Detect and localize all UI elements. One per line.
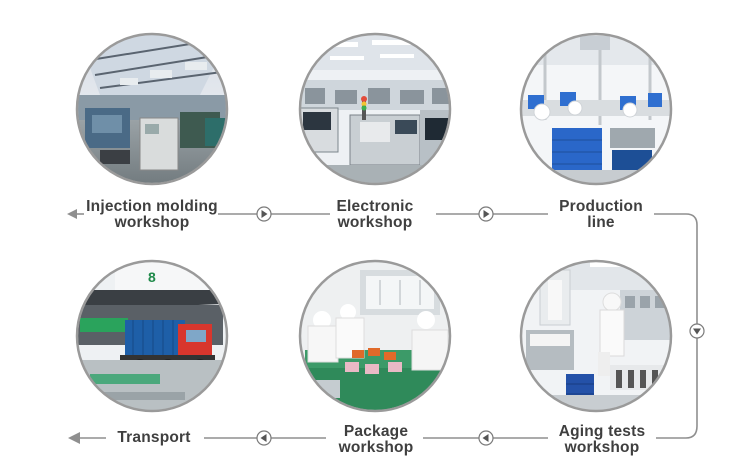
chevron-circle-icon (478, 430, 494, 446)
stage-label-package: Package workshop (322, 424, 430, 456)
stage-label-aging: Aging tests workshop (546, 424, 658, 456)
stage-label-line1: Electronic (336, 198, 414, 215)
chevron-circle-icon (256, 430, 272, 446)
photo-aging-tests (522, 262, 670, 410)
arrowhead-icon (68, 432, 80, 444)
photo-ring (75, 32, 229, 186)
chevron-circle-icon (478, 206, 494, 222)
stage-label-line2: line (587, 214, 615, 231)
stage-label-line1: Aging tests (558, 423, 646, 440)
chevron-circle-icon (256, 206, 272, 222)
stage-label-line2: workshop (114, 214, 190, 231)
chevron-circle-icon (689, 323, 705, 339)
photo-injection-molding (78, 35, 226, 183)
stage-label-line2: workshop (564, 439, 640, 456)
stage-label-injection: Injection molding workshop (82, 199, 222, 231)
stage-label-line2: workshop (338, 439, 414, 456)
stage-label-production: Production line (545, 199, 657, 231)
stage-label-line2: workshop (337, 214, 413, 231)
stage-label-line1: Production (559, 198, 643, 215)
photo-package-workshop (301, 262, 449, 410)
photo-ring (519, 32, 673, 186)
stage-label-transport: Transport (104, 430, 204, 446)
stage-label-line1: Injection molding (86, 198, 218, 215)
stage-label-line1: Transport (117, 429, 191, 446)
photo-production-line (522, 35, 670, 183)
photo-ring (519, 259, 673, 413)
stage-label-electronic: Electronic workshop (320, 199, 430, 231)
photo-ring (298, 32, 452, 186)
photo-ring (75, 259, 229, 413)
arrowhead-icon (67, 209, 77, 219)
stage-label-line1: Package (343, 423, 409, 440)
photo-ring (298, 259, 452, 413)
photo-transport: 8 (78, 262, 226, 410)
photo-electronic-workshop (301, 35, 449, 183)
svg-text:8: 8 (148, 269, 156, 285)
